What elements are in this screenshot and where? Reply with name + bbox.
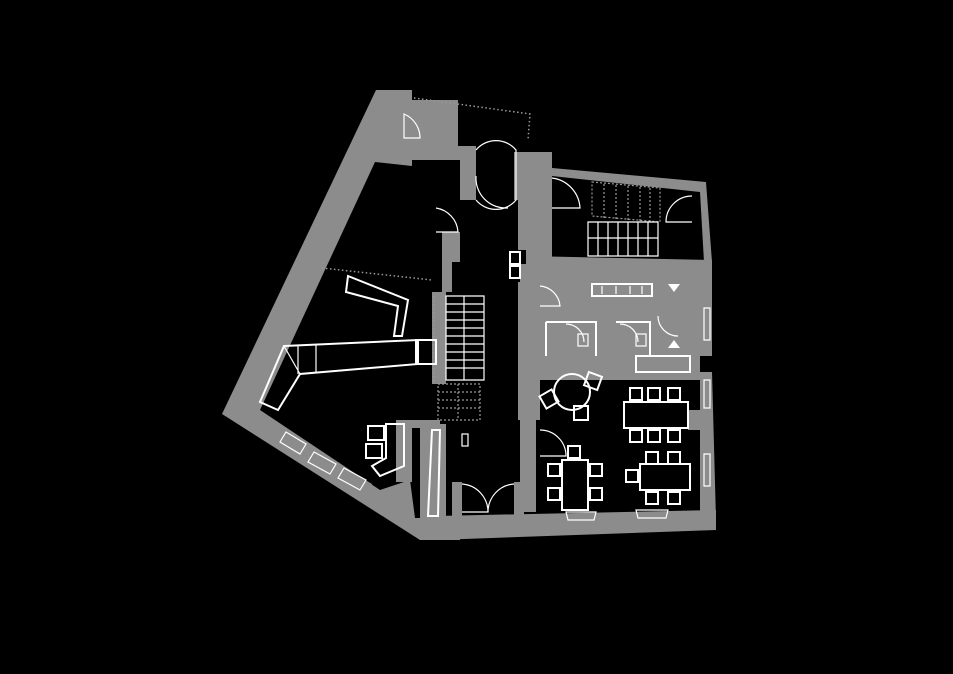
door-hall-north [435, 207, 459, 233]
dining-furniture [538, 307, 711, 521]
bar-counter [344, 274, 410, 337]
round-chair-3 [573, 405, 589, 421]
east-window-2 [703, 379, 711, 409]
door-terrace [475, 140, 517, 210]
bay-window-2 [307, 451, 337, 475]
dining-table-sw-chairs [547, 445, 603, 501]
end-table [415, 339, 437, 365]
wall-stair-partition [540, 168, 552, 256]
toilet-1 [577, 333, 589, 347]
dining-table-se-chairs [625, 451, 681, 505]
bench-dividers [283, 345, 317, 375]
stall-partitions [545, 321, 651, 356]
wall-east-block [514, 152, 716, 520]
stairs [437, 181, 661, 421]
lounge-sofa [370, 423, 405, 478]
door-nw-room [403, 113, 421, 139]
corridor-items [509, 251, 521, 279]
sinks [601, 286, 643, 294]
lounge-chair-1 [367, 425, 385, 441]
ne-stair-lower [587, 221, 659, 257]
door-terrace-inner [475, 175, 509, 209]
wall-central-north [442, 232, 460, 292]
bollard [461, 433, 469, 447]
door-washroom-stall-3 [657, 315, 679, 337]
door-dining [539, 429, 567, 457]
door-stair-east [665, 195, 693, 223]
wall-south [436, 510, 716, 540]
ne-stair-upper [591, 181, 661, 223]
door-stair-hall [551, 177, 581, 209]
wall-entrance-jamb [452, 482, 524, 518]
door-entrance-right [487, 483, 515, 513]
wall-nw-room [376, 90, 412, 134]
hall-boundary [321, 267, 433, 281]
bay-window-3 [337, 467, 367, 491]
washroom-fixtures [545, 283, 691, 373]
terrace-boundary [413, 97, 531, 141]
dining-table-sw [561, 459, 589, 511]
wall-south-stub [396, 420, 440, 482]
wall-washroom-east [690, 282, 712, 356]
niche-seat-2 [509, 265, 521, 279]
wall-east-block-west [518, 282, 540, 420]
dining-window-1 [565, 511, 597, 521]
central-stair [445, 295, 485, 381]
dining-window-2 [635, 509, 669, 519]
door-washroom-stall-1 [565, 323, 585, 343]
wall-sw-bay [276, 428, 372, 494]
vanity-counter [591, 283, 653, 297]
walls [222, 90, 716, 540]
round-chair-1 [538, 388, 560, 410]
central-stair-lower [437, 383, 481, 421]
dining-table-se [639, 463, 691, 491]
exterior-wall-west [222, 90, 476, 540]
door-washroom-stall-2 [619, 323, 639, 343]
dining-table-ne-chairs [629, 387, 681, 443]
niche-seat-1 [509, 251, 521, 265]
wall-stair-washroom [526, 256, 712, 282]
toilet-2 [635, 333, 647, 347]
door-washroom [539, 285, 561, 307]
east-window-1 [703, 307, 711, 341]
washroom-arrow-1 [668, 284, 680, 292]
wall-central-mid [432, 292, 446, 384]
washroom-arrow-2 [668, 340, 680, 348]
corridor-bench [426, 429, 442, 517]
doors [403, 113, 693, 513]
wall-dining-pier [688, 410, 712, 430]
dining-table-ne [623, 401, 689, 429]
hall-furniture [258, 274, 469, 517]
round-chair-2 [582, 370, 604, 392]
lounge-chair-2 [365, 443, 383, 459]
bay-window-1 [279, 431, 307, 455]
washroom-bench [635, 355, 691, 373]
east-window-3 [703, 453, 711, 487]
door-entrance-left [461, 483, 489, 513]
